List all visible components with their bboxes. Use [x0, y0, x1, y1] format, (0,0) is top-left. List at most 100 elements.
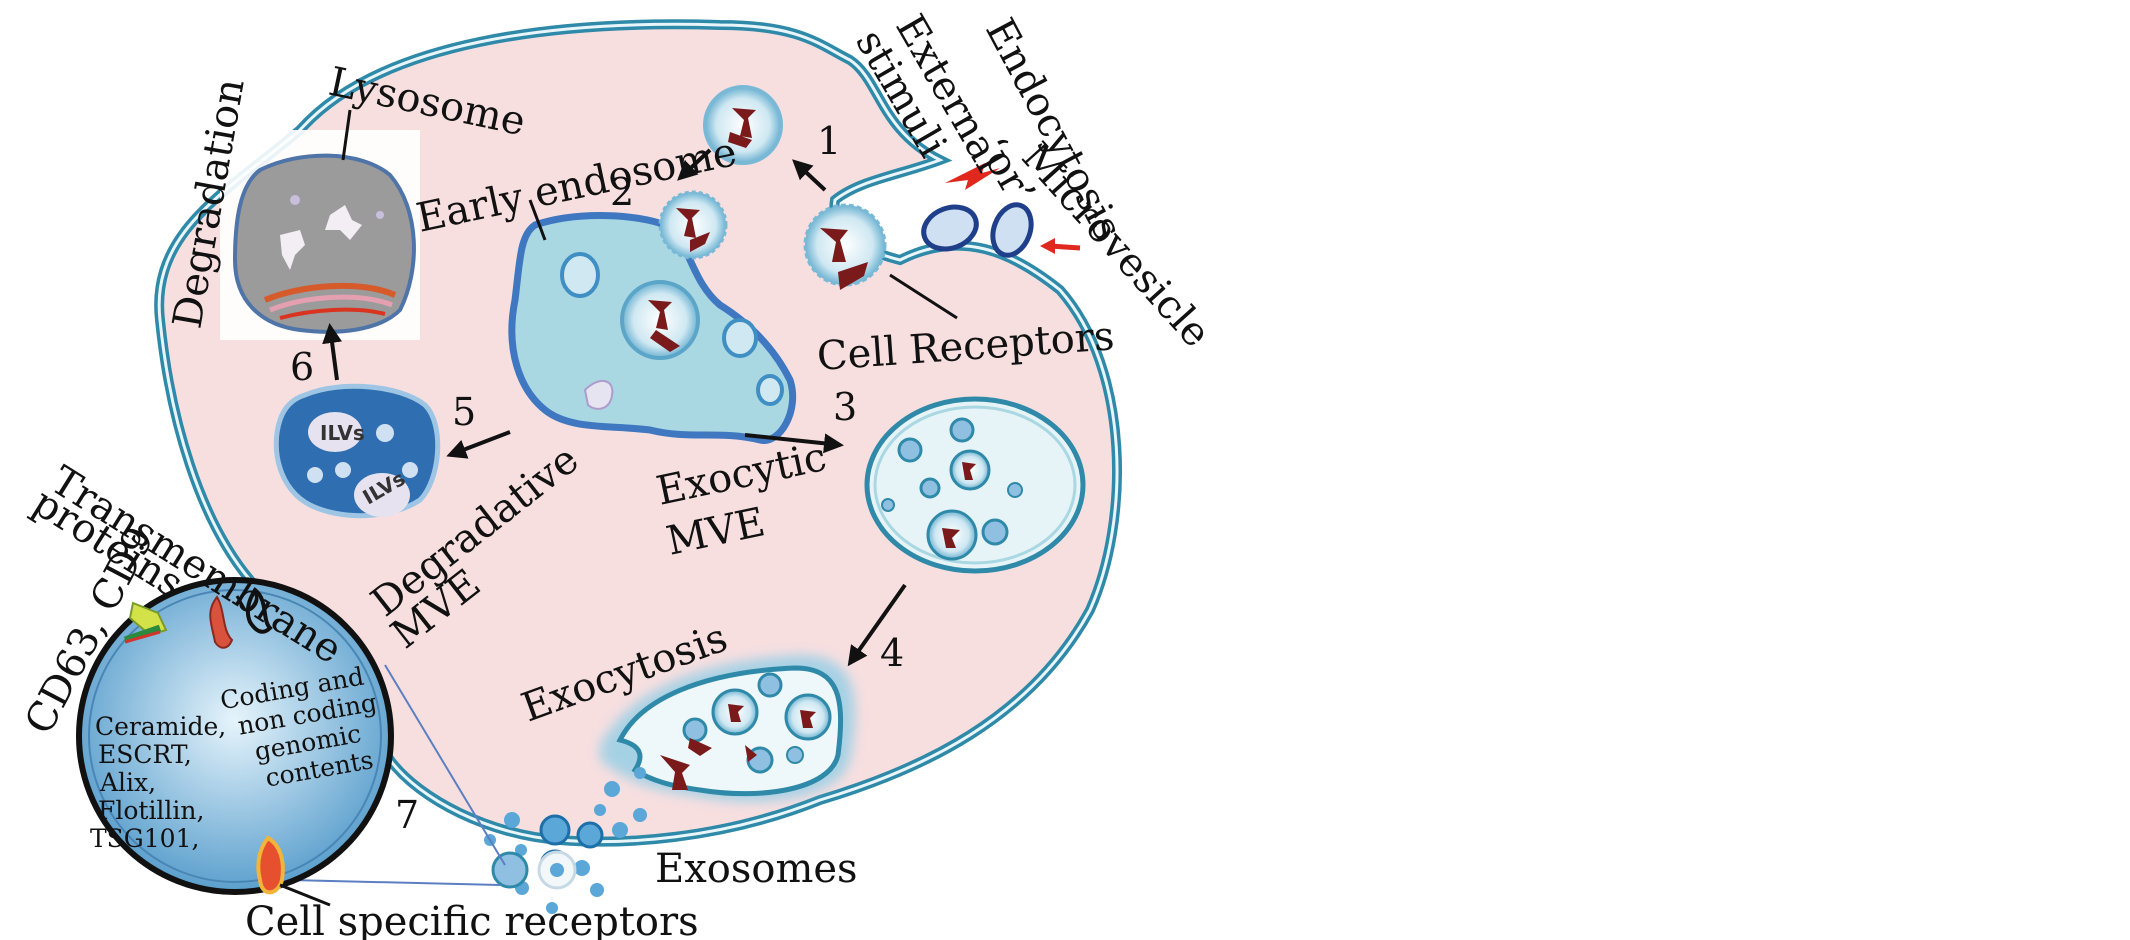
exosome: [604, 781, 620, 797]
content-line: Alix,: [99, 768, 156, 797]
content-line: TSG101,: [90, 824, 199, 853]
exosome: [612, 822, 628, 838]
ilv-vesicle: [307, 467, 323, 483]
content-line: ESCRT,: [98, 740, 192, 769]
transmembrane-protein: [245, 587, 273, 634]
cell-specific-receptors-label: Cell specific receptors: [245, 899, 699, 940]
arrow-step-4: [847, 583, 907, 667]
receptor-icon: [800, 710, 816, 728]
exosome-contents-left: Ceramide, ESCRT, Alix, Flotillin, TSG101…: [90, 712, 226, 853]
arrow-step-1: [792, 159, 827, 192]
exocytosis-vesicle: [600, 655, 855, 802]
exocytic-mve: [864, 396, 1086, 574]
arrow-step-2: [677, 148, 712, 181]
ilv-vesicle: [981, 518, 1009, 546]
exosome: [594, 804, 606, 816]
endosome-vesicle: [722, 318, 758, 358]
lysosome-fragment: [280, 230, 305, 270]
receptor-icon: [745, 745, 757, 762]
internalized-vesicle: [703, 85, 783, 165]
stimulus-arrow-icon: [1040, 238, 1081, 254]
exosome: [539, 814, 571, 846]
ilv-vesicle: [308, 412, 362, 452]
cell-receptors-pointer-line: [889, 273, 958, 320]
transmembrane-pointer-line: [235, 595, 247, 611]
exosome: [515, 844, 527, 856]
endosome-vesicle: [756, 374, 784, 406]
receptor-icon: [660, 738, 712, 790]
zoom-line: [384, 664, 506, 866]
receptor-icon: [820, 228, 868, 290]
ilv-vesicle: [402, 462, 418, 478]
receptor-icon: [676, 208, 710, 252]
microvesicles: [921, 202, 1034, 258]
receptor-icon: [648, 300, 680, 352]
early-endosome: [508, 212, 797, 444]
exosome: [504, 812, 520, 828]
cell-specific-receptor: [256, 835, 285, 895]
step-number-4: 4: [880, 631, 904, 675]
exosome: [634, 767, 646, 779]
exosome: [633, 808, 647, 822]
ilv-vesicle: [897, 437, 923, 463]
lysosome-granule: [290, 195, 300, 205]
endosome-vesicle: [560, 252, 600, 298]
arrow-step-3: [744, 433, 844, 454]
exosome: [576, 821, 604, 849]
exosome: [574, 860, 590, 876]
ilv-vesicle: [786, 746, 804, 764]
ilv-vesicle: [335, 462, 351, 478]
ilv-vesicle: [376, 424, 394, 442]
content-line: Flotillin,: [98, 796, 204, 825]
zoom-line: [289, 879, 501, 886]
lysosome-pointer-line: [341, 109, 352, 161]
lysosome-membrane-layer: [279, 307, 386, 320]
budding-vesicle: [658, 190, 728, 260]
cd63-cd9-protein: [124, 630, 161, 644]
exosome: [590, 883, 604, 897]
ilv-vesicle: [1007, 482, 1023, 498]
receptor-pointer-line: [279, 883, 331, 907]
arrow-step-5: [446, 430, 511, 459]
endocytic-pit: [803, 203, 887, 290]
lysosome: [220, 130, 420, 340]
step-number-5: 5: [452, 390, 476, 434]
microvesicle: [990, 202, 1034, 258]
ilv-vesicle: [682, 717, 708, 743]
arrow-step-6: [322, 323, 343, 381]
exosome: [550, 863, 564, 877]
step-number-1: 1: [817, 119, 841, 163]
zoomed-exosome: [76, 577, 506, 895]
exosome-membrane: [76, 577, 394, 895]
endosome-vesicle-crescent: [583, 380, 614, 410]
early-endosome-pointer-line: [528, 199, 547, 241]
receptor-icon: [962, 462, 976, 480]
external-stimulus-icon: [945, 163, 1000, 190]
receptor-icon: [728, 704, 744, 722]
degradative-mve: ILVs ILVs: [273, 383, 441, 519]
content-line: Ceramide,: [95, 712, 226, 741]
ilv-vesicle: [919, 477, 941, 499]
lysosome-membrane-layer: [269, 294, 393, 313]
exosomes-label: Exosomes: [655, 846, 858, 892]
step-number-3: 3: [833, 385, 857, 429]
microvesicle: [921, 204, 979, 252]
lysosome-membrane-layer: [263, 282, 397, 303]
ilv-vesicle: [354, 473, 410, 517]
transmembrane-protein: [209, 595, 234, 649]
exosome: [546, 902, 558, 914]
receptor-icon: [728, 108, 756, 148]
exosome: [491, 851, 529, 889]
receptor-icon: [942, 528, 960, 548]
step-number-6: 6: [290, 345, 314, 389]
lysosome-fragment: [325, 205, 362, 240]
pathway-arrows: [322, 148, 907, 667]
ilv-vesicle: [757, 672, 783, 698]
ilvs-label: ILVs: [320, 421, 365, 445]
ilv-vesicle: [949, 417, 975, 443]
cd63-cd9-protein: [123, 624, 162, 644]
step-number-2: 2: [610, 170, 634, 214]
ilv-vesicle: [881, 498, 895, 512]
step-number-7: 7: [395, 793, 419, 837]
